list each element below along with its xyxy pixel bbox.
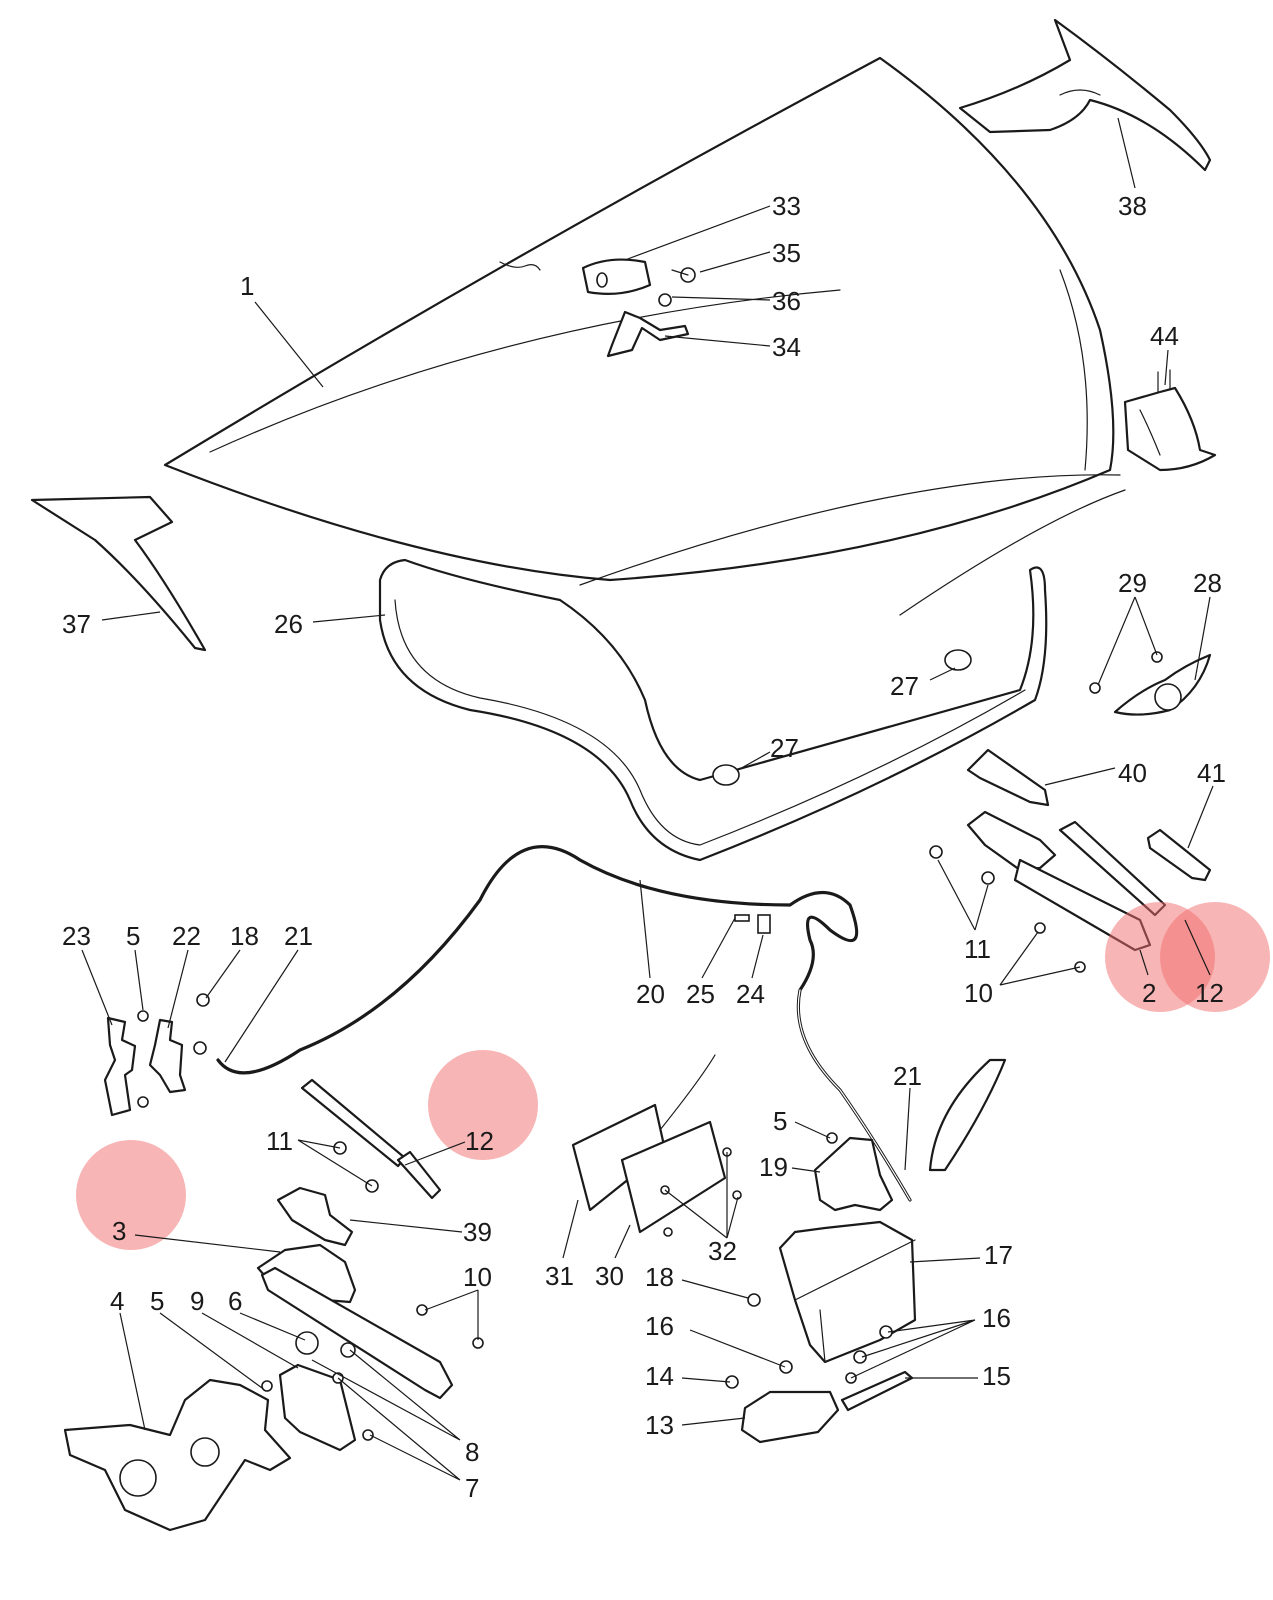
hose-part-21 [928, 1058, 1007, 1172]
callout-27-lower: 27 [770, 733, 799, 763]
bracket-part-39 [276, 1186, 354, 1247]
callout-4: 4 [110, 1286, 124, 1316]
callout-36: 36 [772, 286, 801, 316]
callout-38: 38 [1118, 191, 1147, 221]
callout-8: 8 [465, 1437, 479, 1467]
callout-11-right: 11 [964, 934, 991, 964]
callout-labels: 1 33 35 36 34 38 44 37 26 29 28 27 27 40… [62, 191, 1226, 1503]
callout-12-left: 12 [465, 1126, 494, 1156]
callout-30: 30 [595, 1261, 624, 1291]
callout-31: 31 [545, 1261, 574, 1291]
callout-41: 41 [1197, 758, 1226, 788]
callout-22: 22 [172, 921, 201, 951]
callout-9: 9 [190, 1286, 204, 1316]
gas-strut-part-12-left [300, 1078, 442, 1200]
callout-16-left: 16 [645, 1311, 674, 1341]
brackets-22-23 [103, 993, 210, 1117]
callout-6: 6 [228, 1286, 242, 1316]
callout-37: 37 [62, 609, 91, 639]
bumper-part-27 [712, 649, 972, 786]
callout-14: 14 [645, 1361, 674, 1391]
trim-part-38 [958, 18, 1212, 172]
callout-12-right: 12 [1195, 978, 1224, 1008]
callout-40: 40 [1118, 758, 1147, 788]
lamp-part-44 [1123, 369, 1217, 472]
highlight-circle-3 [76, 1140, 186, 1250]
plates-30-31 [571, 1054, 742, 1237]
badge-part-28 [1089, 651, 1212, 716]
callout-27-upper: 27 [890, 671, 919, 701]
parts-33-36 [499, 258, 696, 358]
callout-24: 24 [736, 979, 765, 1009]
highlight-circle-12-left [428, 1050, 538, 1160]
callout-16-right: 16 [982, 1303, 1011, 1333]
motor-assembly-part-4 [63, 1363, 374, 1532]
callout-17: 17 [984, 1240, 1013, 1270]
callout-18-bottom: 18 [645, 1262, 674, 1292]
callout-5-mid: 5 [773, 1106, 787, 1136]
callout-28: 28 [1193, 568, 1222, 598]
cable-part-20 [216, 845, 912, 1202]
callout-1: 1 [240, 271, 254, 301]
leader-lines [81, 117, 1214, 1481]
trim-part-37 [30, 495, 207, 652]
callout-15: 15 [982, 1361, 1011, 1391]
switch-part-13 [725, 1370, 914, 1444]
latch-part-17 [747, 1220, 917, 1384]
callout-5-bottom: 5 [150, 1286, 164, 1316]
callout-10-left: 10 [463, 1262, 492, 1292]
callout-34: 34 [772, 332, 801, 362]
callout-23: 23 [62, 921, 91, 951]
callout-26: 26 [274, 609, 303, 639]
callout-10-right: 10 [964, 978, 993, 1008]
callout-21-right: 21 [893, 1061, 922, 1091]
highlight-markers [76, 902, 1270, 1250]
callout-3: 3 [112, 1216, 126, 1246]
callout-25: 25 [686, 979, 715, 1009]
callout-32: 32 [708, 1236, 737, 1266]
callout-29: 29 [1118, 568, 1147, 598]
callout-44: 44 [1150, 321, 1179, 351]
boot-seal-part-26 [378, 558, 1048, 862]
boot-lid-part-1 [163, 56, 1126, 616]
callout-19: 19 [759, 1152, 788, 1182]
callout-21-left: 21 [284, 921, 313, 951]
callout-2: 2 [1142, 978, 1156, 1008]
bracket-part-19 [813, 1132, 894, 1212]
callout-11-left: 11 [266, 1126, 293, 1156]
callout-39: 39 [463, 1217, 492, 1247]
callout-7: 7 [465, 1473, 479, 1503]
callout-13: 13 [645, 1410, 674, 1440]
callout-18-top: 18 [230, 921, 259, 951]
hinge-part-3 [256, 1243, 484, 1400]
callout-20: 20 [636, 979, 665, 1009]
callout-35: 35 [772, 238, 801, 268]
bracket-part-40 [966, 748, 1212, 882]
callout-33: 33 [772, 191, 801, 221]
highlight-circle-12-right [1160, 902, 1270, 1012]
callout-5-top: 5 [126, 921, 140, 951]
